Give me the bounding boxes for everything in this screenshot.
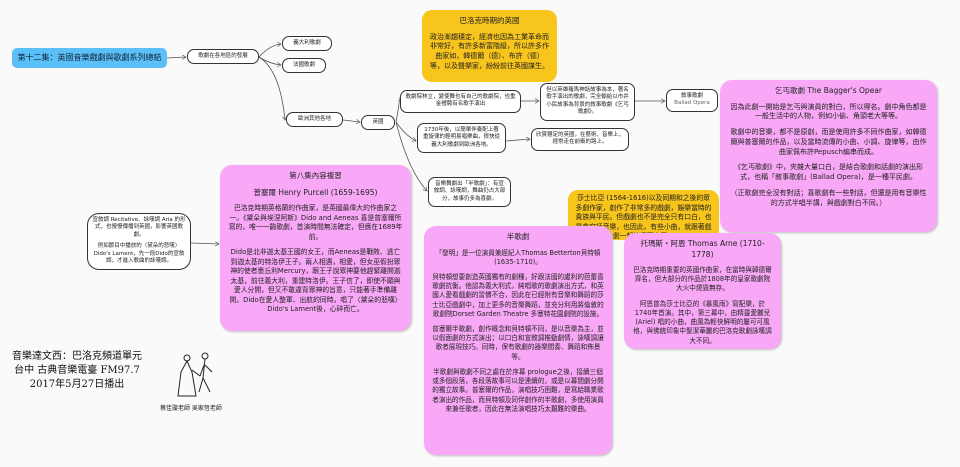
node-italian-opera[interactable]: 義大利歌劇 — [282, 36, 332, 52]
note-body: 政治漸趨穩定，經濟也因為工業革命而非常好，有許多新富階級，所以許多作曲家如，韓德… — [430, 32, 549, 70]
note-beggars-opera[interactable]: 乞丐歌劇 The Bagger's Opear 因為此劇一開始是乞丐與演員的對白… — [720, 80, 937, 232]
note-baroque-england[interactable]: 巴洛克時期的英國 政治漸趨穩定，經濟也因為工業革命而非常好，有許多新富階級，所以… — [422, 10, 557, 82]
note-title: 半歌劇 — [506, 232, 530, 241]
note-title: 巴洛克時期的英國 — [459, 16, 520, 25]
note-thomas-arne[interactable]: 托瑪斯・阿恩 Thomas Arne (1710-1778) 巴洛克時期重要的英… — [624, 233, 781, 349]
node-england[interactable]: 英國 — [361, 115, 395, 131]
note-semi-opera[interactable]: 半歌劇 「發明」是一位演員兼經紀人Thomas Betterton貝特頓 (16… — [424, 226, 612, 455]
node-theaters[interactable]: 歌劇院林立，變使舞也有自己的歌劇院，也重金禮聘有名歌手演出 — [400, 90, 521, 113]
note-para: 宣敘調 Recitative、詠嘆調 Aria 的形式，也慢慢傳播到英國，影響英… — [92, 217, 186, 238]
footer-line: 2017年5月27日播出 — [29, 379, 125, 390]
node-other-europe[interactable]: 歐洲其他各地 — [286, 112, 343, 128]
note-episode-8[interactable]: 第八集內容複習 普塞爾 Henry Purcell (1659-1695) 巴洛… — [220, 165, 411, 331]
note-para: 例如節目中播放的〈黛朵的悲嘆〉Dido's Lament，先一段Dido的宣敘調… — [93, 243, 185, 265]
note-title: 乞丐歌劇 The Bagger's Opear — [775, 86, 882, 95]
footer-line: 台中 古典音樂電臺 FM97.7 — [14, 365, 140, 376]
note-para: 「發明」是一位演員兼經紀人Thomas Betterton貝特頓 (1635-1… — [435, 248, 601, 266]
footer-line: 音樂達文西：巴洛克頻道單元 — [12, 351, 142, 362]
node-ballad-opera[interactable]: 敘事歌劇 Ballad Opera — [666, 89, 718, 112]
note-para: 貝特頓想要創造英國獨有的劇種，好跟法國的盧利的芭蕾喜歌劇抗衡。他認為義大利式，純… — [432, 272, 604, 318]
note-para: 《乞丐歌劇》中，夾雜大量口白，是結合歌劇和話劇的演出形式，也稱「敘事歌劇」(Ba… — [734, 163, 923, 182]
note-para: 因為此劇一開始是乞丐與演員的對白，所以得名。劇中角色都是一般生活中的人物，例如小… — [730, 102, 927, 121]
teachers-credit: 蔡佳璇老師 吳家恆老師 — [160, 405, 222, 412]
node-heroic-opera[interactable]: 但以英雄羅馬神話故事為本，著名歌手演出的歌劇，完全輸給以市井小民故事為背景的敘事… — [540, 83, 635, 121]
note-para: Dido是北非迦太基王國的女王，而Aeneas是戰敗、逃亡到迦太基的特洛伊王子。… — [229, 248, 402, 314]
node-recitative[interactable]: 宣敘調 Recitative、詠嘆調 Aria 的形式，也慢慢傳播到英國，影響英… — [87, 213, 191, 270]
note-para: 巴洛克時期英格蘭的作曲家，是英國最偉大的作曲家之一。《黛朵與埃涅阿斯》Dido … — [228, 204, 403, 241]
note-para: （正歌劇完全沒有對話；喜歌劇有一些對話，但還是用有音樂性的方式半唱半講，與戲劇對… — [730, 189, 927, 207]
note-para: 半歌劇與歌劇不同之處在於序幕 prologue之後，接續三個或多個段落，各段落故… — [432, 367, 604, 413]
note-para: 巴洛克時期重要的英國作曲家，在當時與韓德爾齊名，但大部分的作品於1808年的皇家… — [633, 266, 772, 293]
ballad-en: Ballad Opera — [674, 100, 710, 107]
note-para: 阿恩曾為莎士比亞的《暴風雨》寫配樂，於1740年首演。其中，第三幕中，由精靈愛麗… — [633, 299, 772, 345]
node-after-1730[interactable]: 1730年後，以簡單伴奏配上著重旋律的輕明易唱樂曲，很快從義大利歌劇到歐洲各地。 — [417, 123, 506, 154]
note-title: 托瑪斯・阿恩 Thomas Arne (1710-1778) — [640, 239, 765, 259]
root-topic[interactable]: 第十二集：英國音樂戲劇與歌劇系列總結 — [12, 48, 167, 68]
node-french-opera[interactable]: 法國歌劇 — [282, 58, 326, 74]
ballad-zh: 敘事歌劇 — [680, 93, 703, 99]
footer-credits: 音樂達文西：巴洛克頻道單元 台中 古典音樂電臺 FM97.7 2017年5月27… — [12, 350, 142, 392]
note-para: 歌劇中的音樂，都不是原創，而是使用許多不同作曲家，如韓德爾與普塞爾的作品，以及當… — [730, 128, 927, 156]
node-opera-development[interactable]: 歌劇在各地區的發展 — [187, 49, 259, 65]
note-para: 普塞爾半歌劇，創作概念和貝特頓不同，是以音樂為主，並以假面劇的方式演出；以口白和… — [432, 325, 604, 361]
node-appreciate[interactable]: 欣賞穩定的英國，在藝術、音樂上，經常走在前衛的路上。 — [531, 128, 629, 151]
note-title: 第八集內容複習 — [289, 171, 342, 180]
node-masque[interactable]: 音樂舞劇出「半歌劇」：有宣敘調、詠嘆調，舞曲仍占大部分，故事仍多為喜劇。 — [428, 177, 511, 208]
note-subtitle: 普塞爾 Henry Purcell (1659-1695) — [253, 187, 378, 197]
